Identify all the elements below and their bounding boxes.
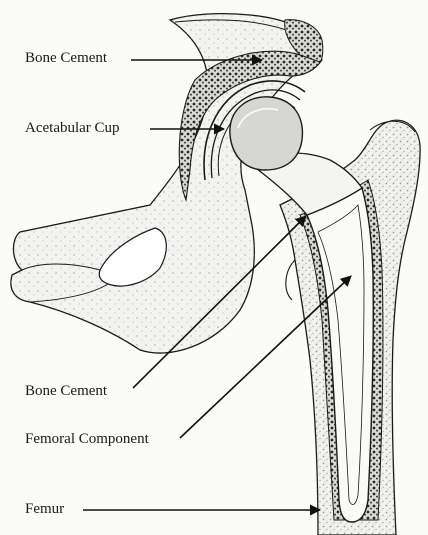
label-femoral-component: Femoral Component [25,430,149,448]
label-bone-cement-top: Bone Cement [25,49,107,67]
label-femur: Femur [25,500,64,518]
label-bone-cement-bottom: Bone Cement [25,382,107,400]
label-acetabular-cup: Acetabular Cup [25,119,120,137]
femoral-component [230,97,373,522]
